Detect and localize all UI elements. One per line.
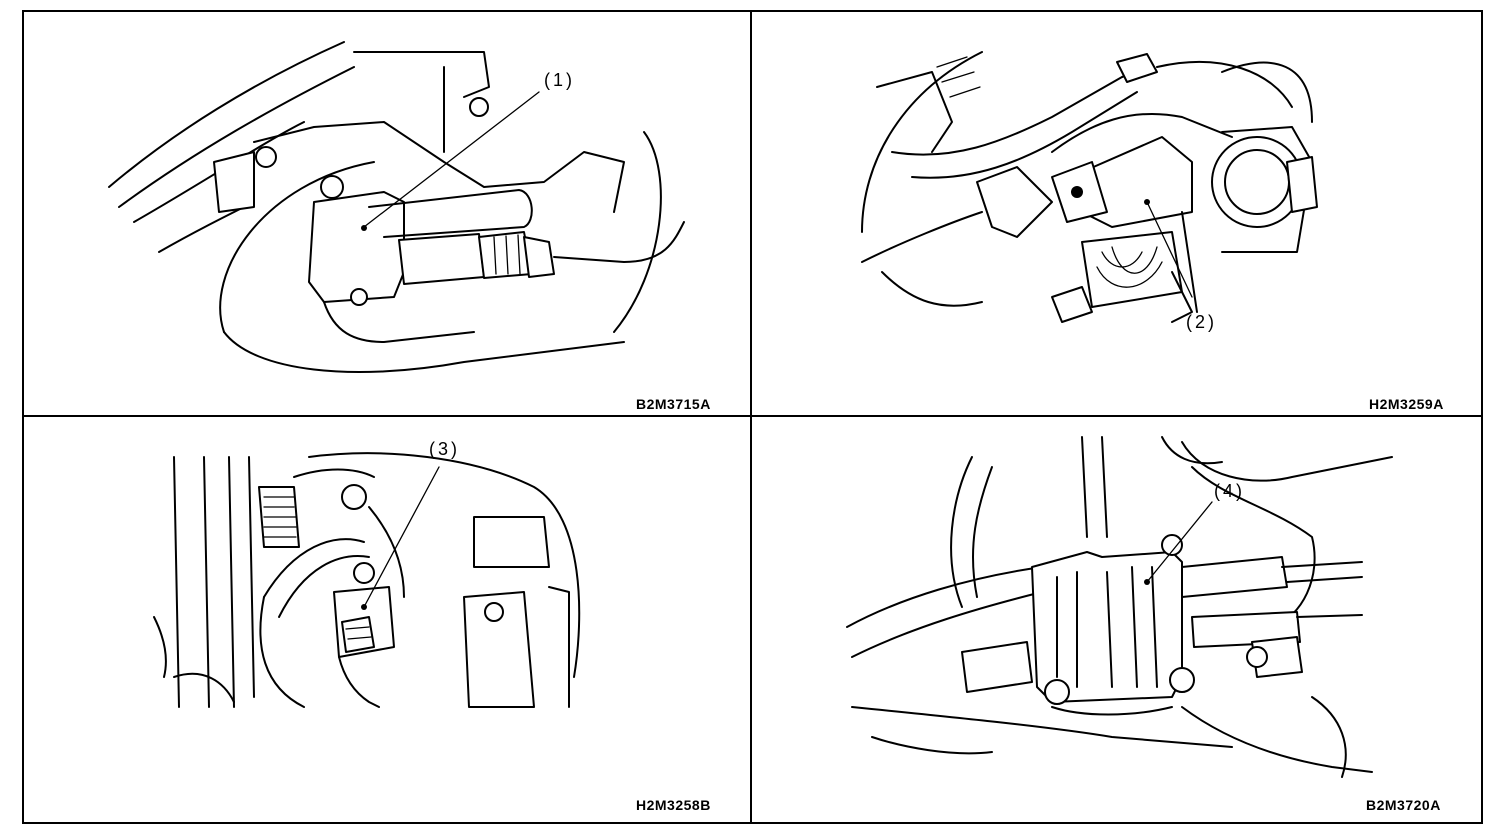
callout-3: (3) xyxy=(429,439,460,459)
panel-2-drawing xyxy=(861,51,1318,323)
vertical-divider xyxy=(750,10,752,824)
panel-4: (4) B2M3720A xyxy=(752,417,1481,822)
figure-frame xyxy=(22,10,1483,824)
figure-code-3: H2M3258B xyxy=(636,797,711,813)
callout-4: (4) xyxy=(1214,481,1245,501)
figure-code-4: B2M3720A xyxy=(1366,797,1441,813)
panel-3-drawing xyxy=(153,452,581,708)
horizontal-divider xyxy=(22,415,1483,417)
callout-1: (1) xyxy=(544,70,575,90)
panel-1-drawing xyxy=(108,41,685,373)
callout-2: (2) xyxy=(1186,312,1217,332)
panel-2: (2) H2M3259A xyxy=(752,12,1481,415)
panel-4-drawing xyxy=(846,436,1393,778)
figure-code-2: H2M3259A xyxy=(1369,396,1444,412)
figure-code-1: B2M3715A xyxy=(636,396,711,412)
panel-1: (1) B2M3715A xyxy=(24,12,750,415)
panel-3: (3) H2M3258B xyxy=(24,417,750,822)
